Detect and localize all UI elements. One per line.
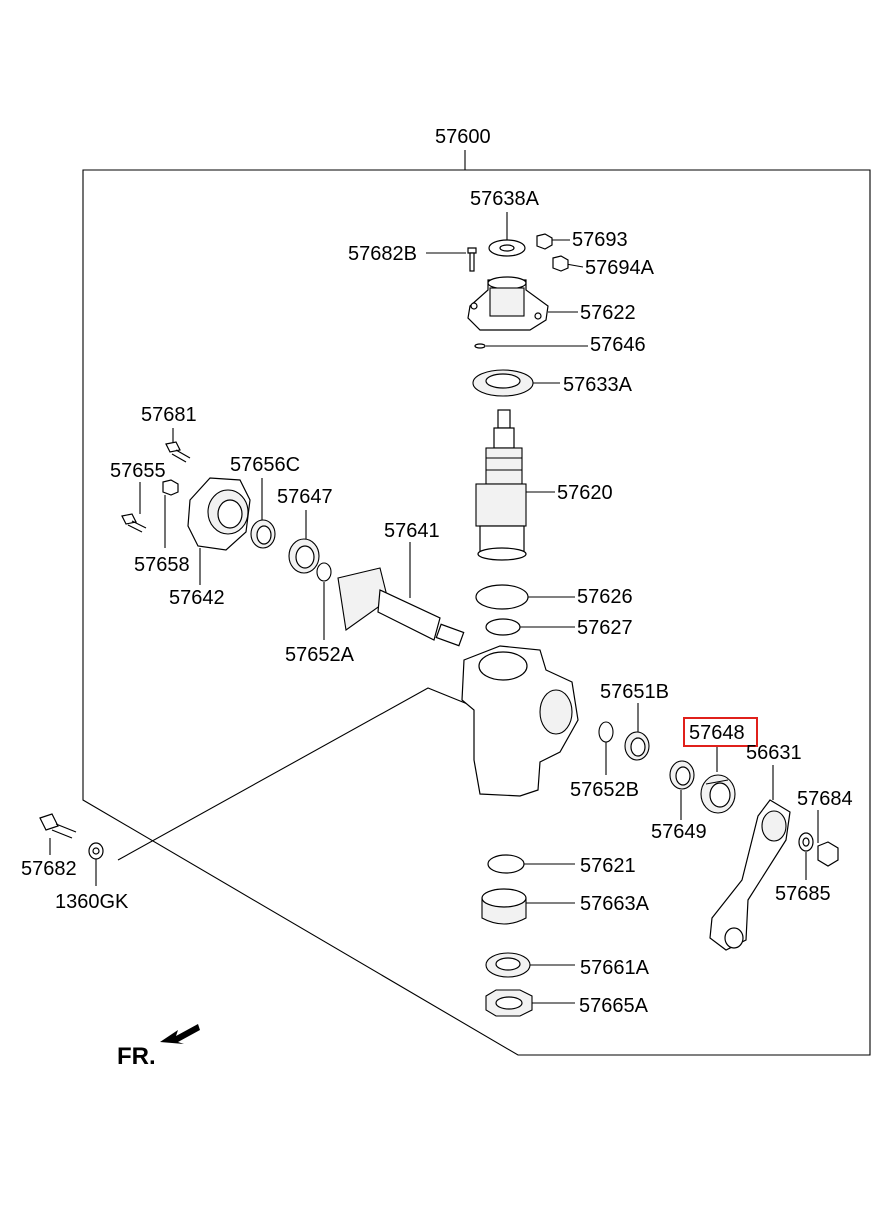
part-labels: 57600 57638A 57682B 57693 57694A 57622 5… <box>21 126 853 1070</box>
direction-label: FR. <box>117 1043 156 1070</box>
label-57693[interactable]: 57693 <box>572 229 628 251</box>
washer-57638a <box>488 239 526 257</box>
shaft-57620 <box>475 409 527 561</box>
label-57663a[interactable]: 57663A <box>580 893 650 915</box>
seal-57656c <box>250 519 276 549</box>
nut-57655 <box>162 479 179 496</box>
label-57682b[interactable]: 57682B <box>348 243 417 265</box>
seal-57633a <box>472 369 534 397</box>
snap-ring-57652b <box>598 721 614 743</box>
label-57685[interactable]: 57685 <box>775 883 831 905</box>
label-57661a[interactable]: 57661A <box>580 957 650 979</box>
bolt-57682 <box>39 813 77 839</box>
bearing-57647 <box>288 538 320 574</box>
label-57652b[interactable]: 57652B <box>570 779 639 801</box>
pitman-arm-56631 <box>709 799 791 951</box>
label-57626[interactable]: 57626 <box>577 586 633 608</box>
label-56631[interactable]: 56631 <box>746 742 802 764</box>
bolt-57681 <box>165 441 191 463</box>
part-highlight-box <box>683 717 758 747</box>
snap-ring-57652a <box>316 562 332 582</box>
label-57620[interactable]: 57620 <box>557 482 613 504</box>
label-57641[interactable]: 57641 <box>384 520 440 542</box>
label-57684[interactable]: 57684 <box>797 788 853 810</box>
label-57651b[interactable]: 57651B <box>600 681 669 703</box>
label-57642[interactable]: 57642 <box>169 587 225 609</box>
cover-57622 <box>467 276 549 331</box>
label-57658[interactable]: 57658 <box>134 554 190 576</box>
nut-57693 <box>536 233 553 250</box>
o-ring-57621 <box>487 854 525 874</box>
label-57665a[interactable]: 57665A <box>579 995 649 1017</box>
label-57647[interactable]: 57647 <box>277 486 333 508</box>
cover-57642 <box>187 477 251 551</box>
label-57652a[interactable]: 57652A <box>285 644 355 666</box>
label-57622[interactable]: 57622 <box>580 302 636 324</box>
nut-57694a <box>552 255 569 272</box>
assembly-frame <box>82 150 871 1056</box>
bushing-57648 <box>700 774 736 814</box>
lock-nut-57665a <box>485 989 533 1017</box>
label-57638a[interactable]: 57638A <box>470 188 540 210</box>
o-ring-57646 <box>474 343 486 349</box>
label-57649[interactable]: 57649 <box>651 821 707 843</box>
o-ring-57627 <box>485 618 521 636</box>
label-57656c[interactable]: 57656C <box>230 454 300 476</box>
nut-57684 <box>817 841 839 867</box>
label-57681[interactable]: 57681 <box>141 404 197 426</box>
seal-57649 <box>669 760 695 790</box>
label-57682[interactable]: 57682 <box>21 858 77 880</box>
label-57621[interactable]: 57621 <box>580 855 636 877</box>
leader-lines <box>49 212 819 1004</box>
sector-shaft-57641 <box>337 567 465 647</box>
label-57646[interactable]: 57646 <box>590 334 646 356</box>
label-57648[interactable]: 57648 <box>689 722 745 744</box>
label-57655[interactable]: 57655 <box>110 460 166 482</box>
washer-57685 <box>798 832 814 852</box>
label-57633a[interactable]: 57633A <box>563 374 633 396</box>
front-direction-arrow-icon <box>160 1024 200 1044</box>
label-1360gk[interactable]: 1360GK <box>55 891 129 913</box>
gasket-57626 <box>475 584 529 610</box>
label-57694a[interactable]: 57694A <box>585 257 655 279</box>
sleeve-57663a <box>481 888 527 925</box>
bearing-57651b <box>624 731 650 761</box>
bolt-57658 <box>121 513 147 533</box>
gear-housing <box>461 645 579 797</box>
label-57627[interactable]: 57627 <box>577 617 633 639</box>
bolt-57682b <box>467 247 477 272</box>
washer-1360gk <box>88 842 104 860</box>
assembly-label: 57600 <box>435 126 491 148</box>
bearing-57661a <box>485 952 531 978</box>
